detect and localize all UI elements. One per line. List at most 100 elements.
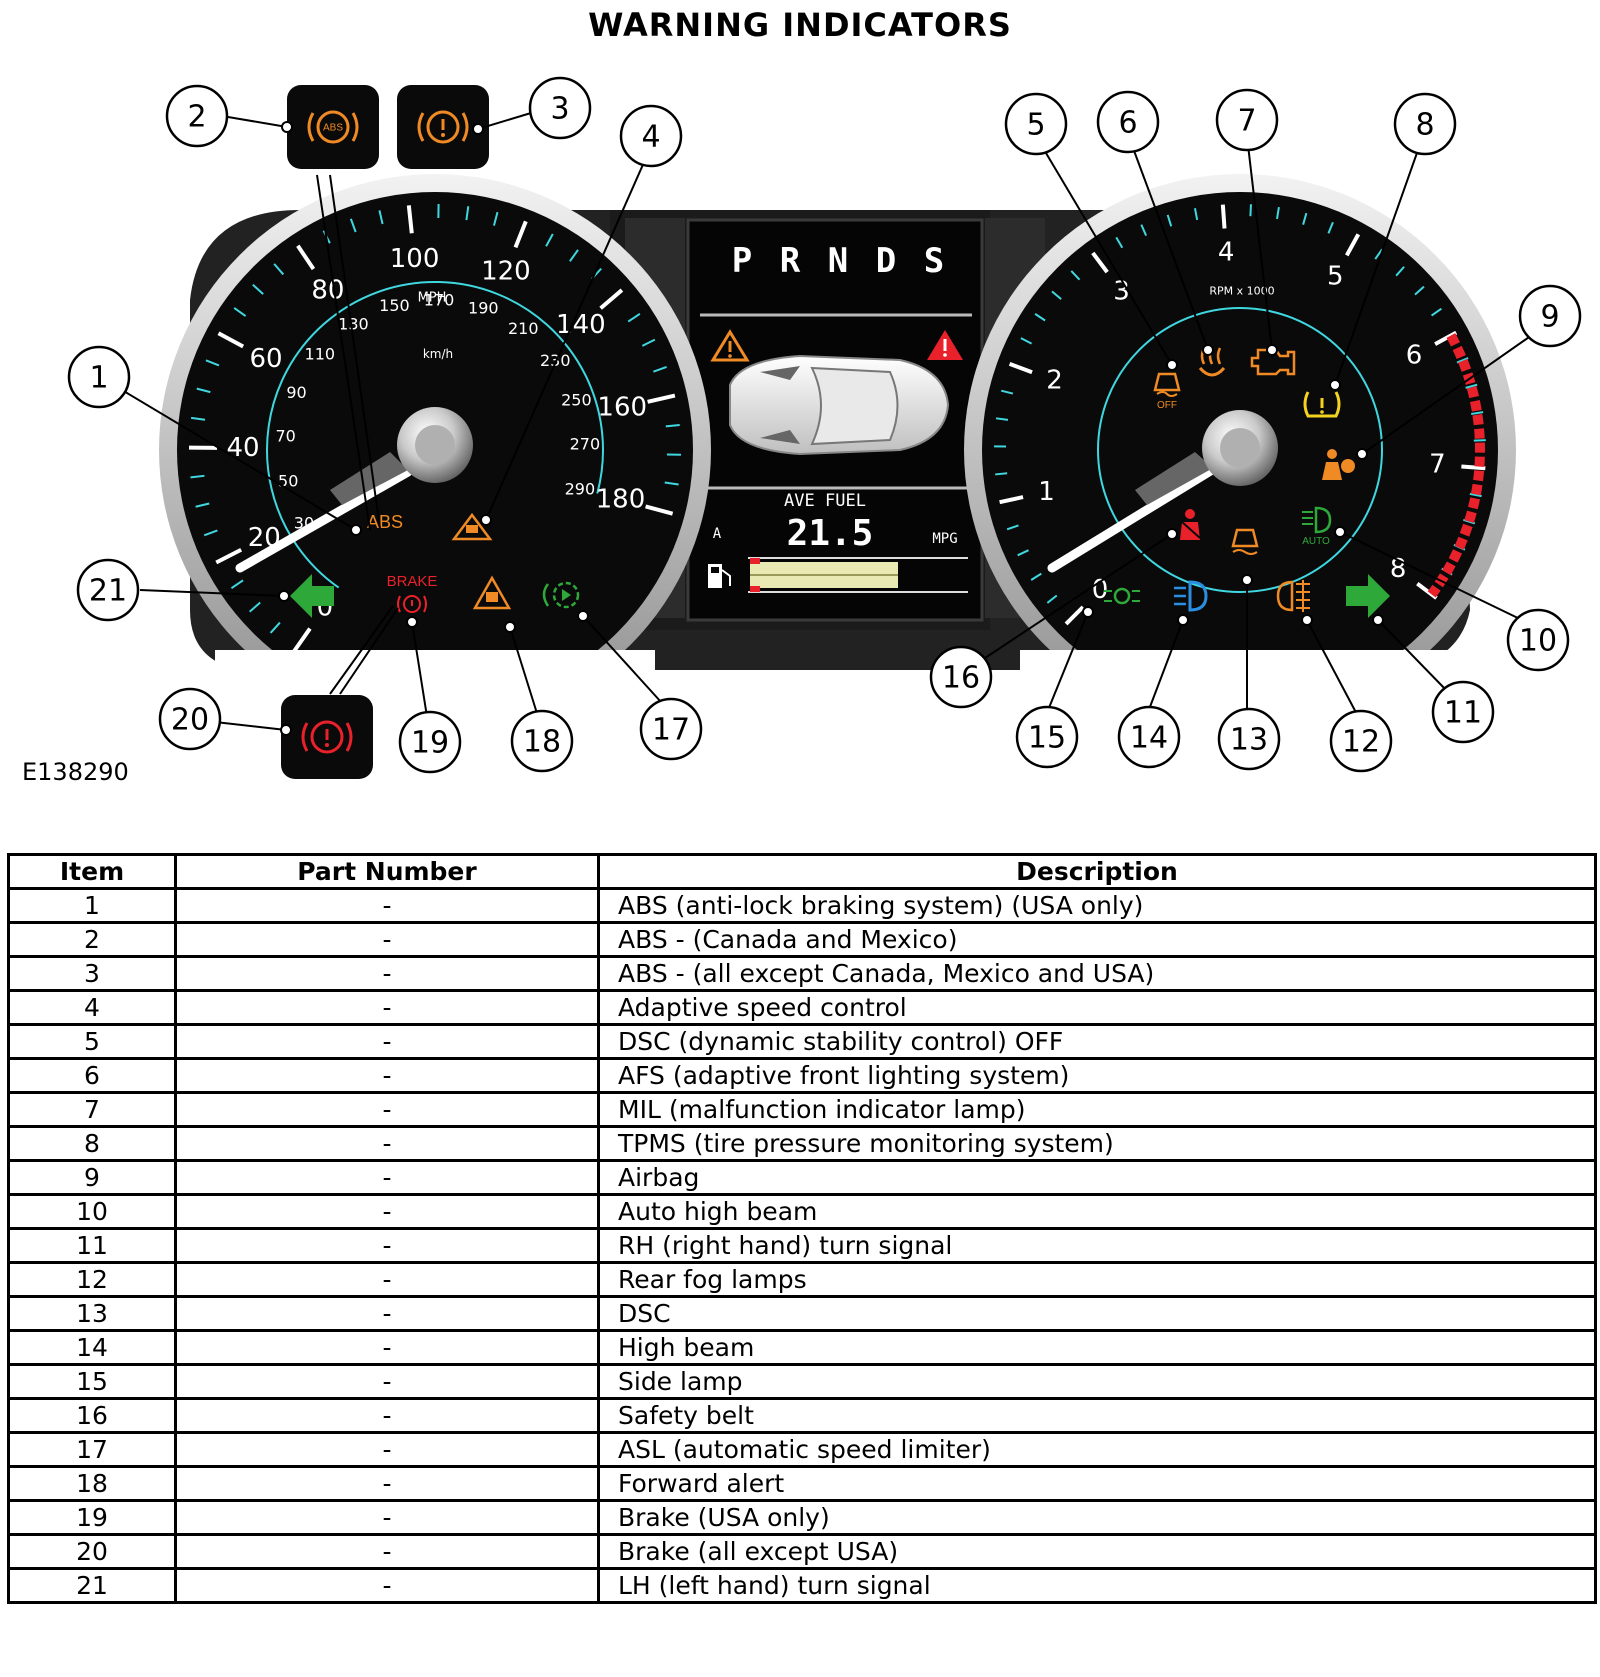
part-number-cell: - (174, 1193, 600, 1230)
speedometer-tick (378, 210, 384, 225)
svg-text:7: 7 (1237, 104, 1256, 139)
description-cell: ABS (anti-lock braking system) (USA only… (597, 887, 1597, 924)
seatbelt-icon (1180, 509, 1201, 540)
auto-high-beam-icon: AUTO (1302, 506, 1332, 547)
brake-label: BRAKE (387, 573, 438, 590)
rear-fog-icon (1276, 580, 1310, 612)
callout-8: 8 (1393, 92, 1457, 156)
speedometer-mph-label: 160 (597, 393, 647, 423)
tachometer-tick (1001, 389, 1014, 395)
tachometer-label: 2 (1046, 366, 1063, 396)
tachometer-tick (1469, 492, 1482, 498)
abs-label: ABS (367, 512, 403, 532)
speedometer-tick (569, 249, 579, 262)
speedometer-tick (349, 218, 357, 233)
tachometer-tick (1070, 270, 1081, 281)
item-cell: 15 (7, 1363, 177, 1400)
description-cell: Adaptive speed control (597, 989, 1597, 1026)
tachometer-tick (1020, 337, 1033, 345)
tachometer-label: 1 (1038, 477, 1055, 507)
description-cell: DSC (dynamic stability control) OFF (597, 1023, 1597, 1060)
tachometer-tick (1276, 206, 1280, 220)
tachometer-tick (1006, 524, 1019, 531)
callout-2: 2 (165, 84, 229, 148)
description-cell: Auto high beam (597, 1193, 1597, 1230)
callout-9: 9 (1518, 284, 1582, 348)
callout-15: 15 (1015, 705, 1079, 769)
callout-12: 12 (1329, 709, 1393, 773)
figure-code: E138290 (22, 758, 129, 786)
part-number-cell: - (174, 921, 600, 958)
item-cell: 7 (7, 1091, 177, 1128)
svg-text:11: 11 (1444, 696, 1482, 731)
item-cell: 19 (7, 1499, 177, 1536)
svg-text:10: 10 (1519, 624, 1557, 659)
speedometer-tick (190, 416, 206, 421)
part-number-cell: - (174, 1091, 600, 1128)
column-header-description: Description (597, 853, 1597, 890)
tachometer-tick (1017, 549, 1029, 557)
page-title: WARNING INDICATORS (588, 6, 1012, 44)
parts-table: Item Part Number Description 1-ABS (anti… (7, 853, 1597, 1604)
svg-text:8: 8 (1415, 108, 1434, 143)
table-row: 14-High beam (7, 1329, 1597, 1366)
adaptive-speed-icon (451, 512, 493, 541)
fuel-unit: MPG (932, 531, 957, 547)
callout-3: 3 (528, 76, 592, 140)
speedometer-tick (248, 601, 261, 613)
callout-16: 16 (929, 645, 993, 709)
tachometer-redline (1427, 333, 1485, 598)
tachometer-label: 8 (1390, 554, 1407, 584)
table-row: 4-Adaptive speed control (7, 989, 1597, 1026)
callout-13: 13 (1217, 707, 1281, 771)
svg-text:14: 14 (1130, 721, 1168, 756)
fuel-pump-icon (708, 564, 731, 588)
svg-text:21: 21 (89, 574, 127, 609)
part-number-cell: - (174, 1329, 600, 1366)
tachometer-tick (1115, 236, 1124, 249)
description-cell: High beam (597, 1329, 1597, 1366)
description-cell: Rear fog lamps (597, 1261, 1597, 1298)
table-header-row: Item Part Number Description (7, 853, 1597, 890)
tachometer-tick (1193, 207, 1199, 221)
gear-s: S (924, 241, 944, 281)
tachometer-tick (1091, 251, 1109, 274)
tachometer-label: 6 (1406, 341, 1423, 371)
speedometer-tick (406, 205, 414, 234)
tachometer-tick (1046, 594, 1058, 604)
speedometer-tick (203, 529, 218, 537)
callout-18: 18 (510, 709, 574, 773)
speedometer-mph-label: 80 (311, 276, 344, 306)
speedometer-tick (664, 481, 679, 486)
item-cell: 1 (7, 887, 177, 924)
table-row: 9-Airbag (7, 1159, 1597, 1196)
item-cell: 12 (7, 1261, 177, 1298)
svg-text:9: 9 (1540, 300, 1559, 335)
svg-text:12: 12 (1342, 725, 1380, 760)
description-cell: DSC (597, 1295, 1597, 1332)
side-lamp-icon (1104, 587, 1140, 605)
part-number-cell: - (174, 1499, 600, 1536)
brake-warning-icon (397, 85, 489, 169)
speedometer-mph-label: 120 (481, 257, 531, 287)
svg-text:1: 1 (89, 361, 108, 396)
speedometer-tick (513, 220, 528, 249)
tachometer-tick (1414, 285, 1425, 296)
brake-warning-icon (281, 695, 373, 779)
callout-leaders (121, 112, 1533, 736)
tachometer-tick (1430, 307, 1442, 317)
speedometer-ticks (188, 204, 681, 653)
callout-17: 17 (639, 697, 703, 761)
svg-text:4: 4 (641, 120, 660, 155)
tachometer-tick (995, 472, 1008, 476)
tachometer-tick (1249, 204, 1252, 217)
tachometer-tick (1374, 248, 1383, 260)
fuel-label: AVE FUEL (784, 491, 866, 511)
part-number-cell: - (174, 1363, 600, 1400)
speedometer-kmh-label: 70 (275, 427, 295, 446)
callout-11: 11 (1431, 680, 1495, 744)
gear-d: D (876, 241, 896, 281)
